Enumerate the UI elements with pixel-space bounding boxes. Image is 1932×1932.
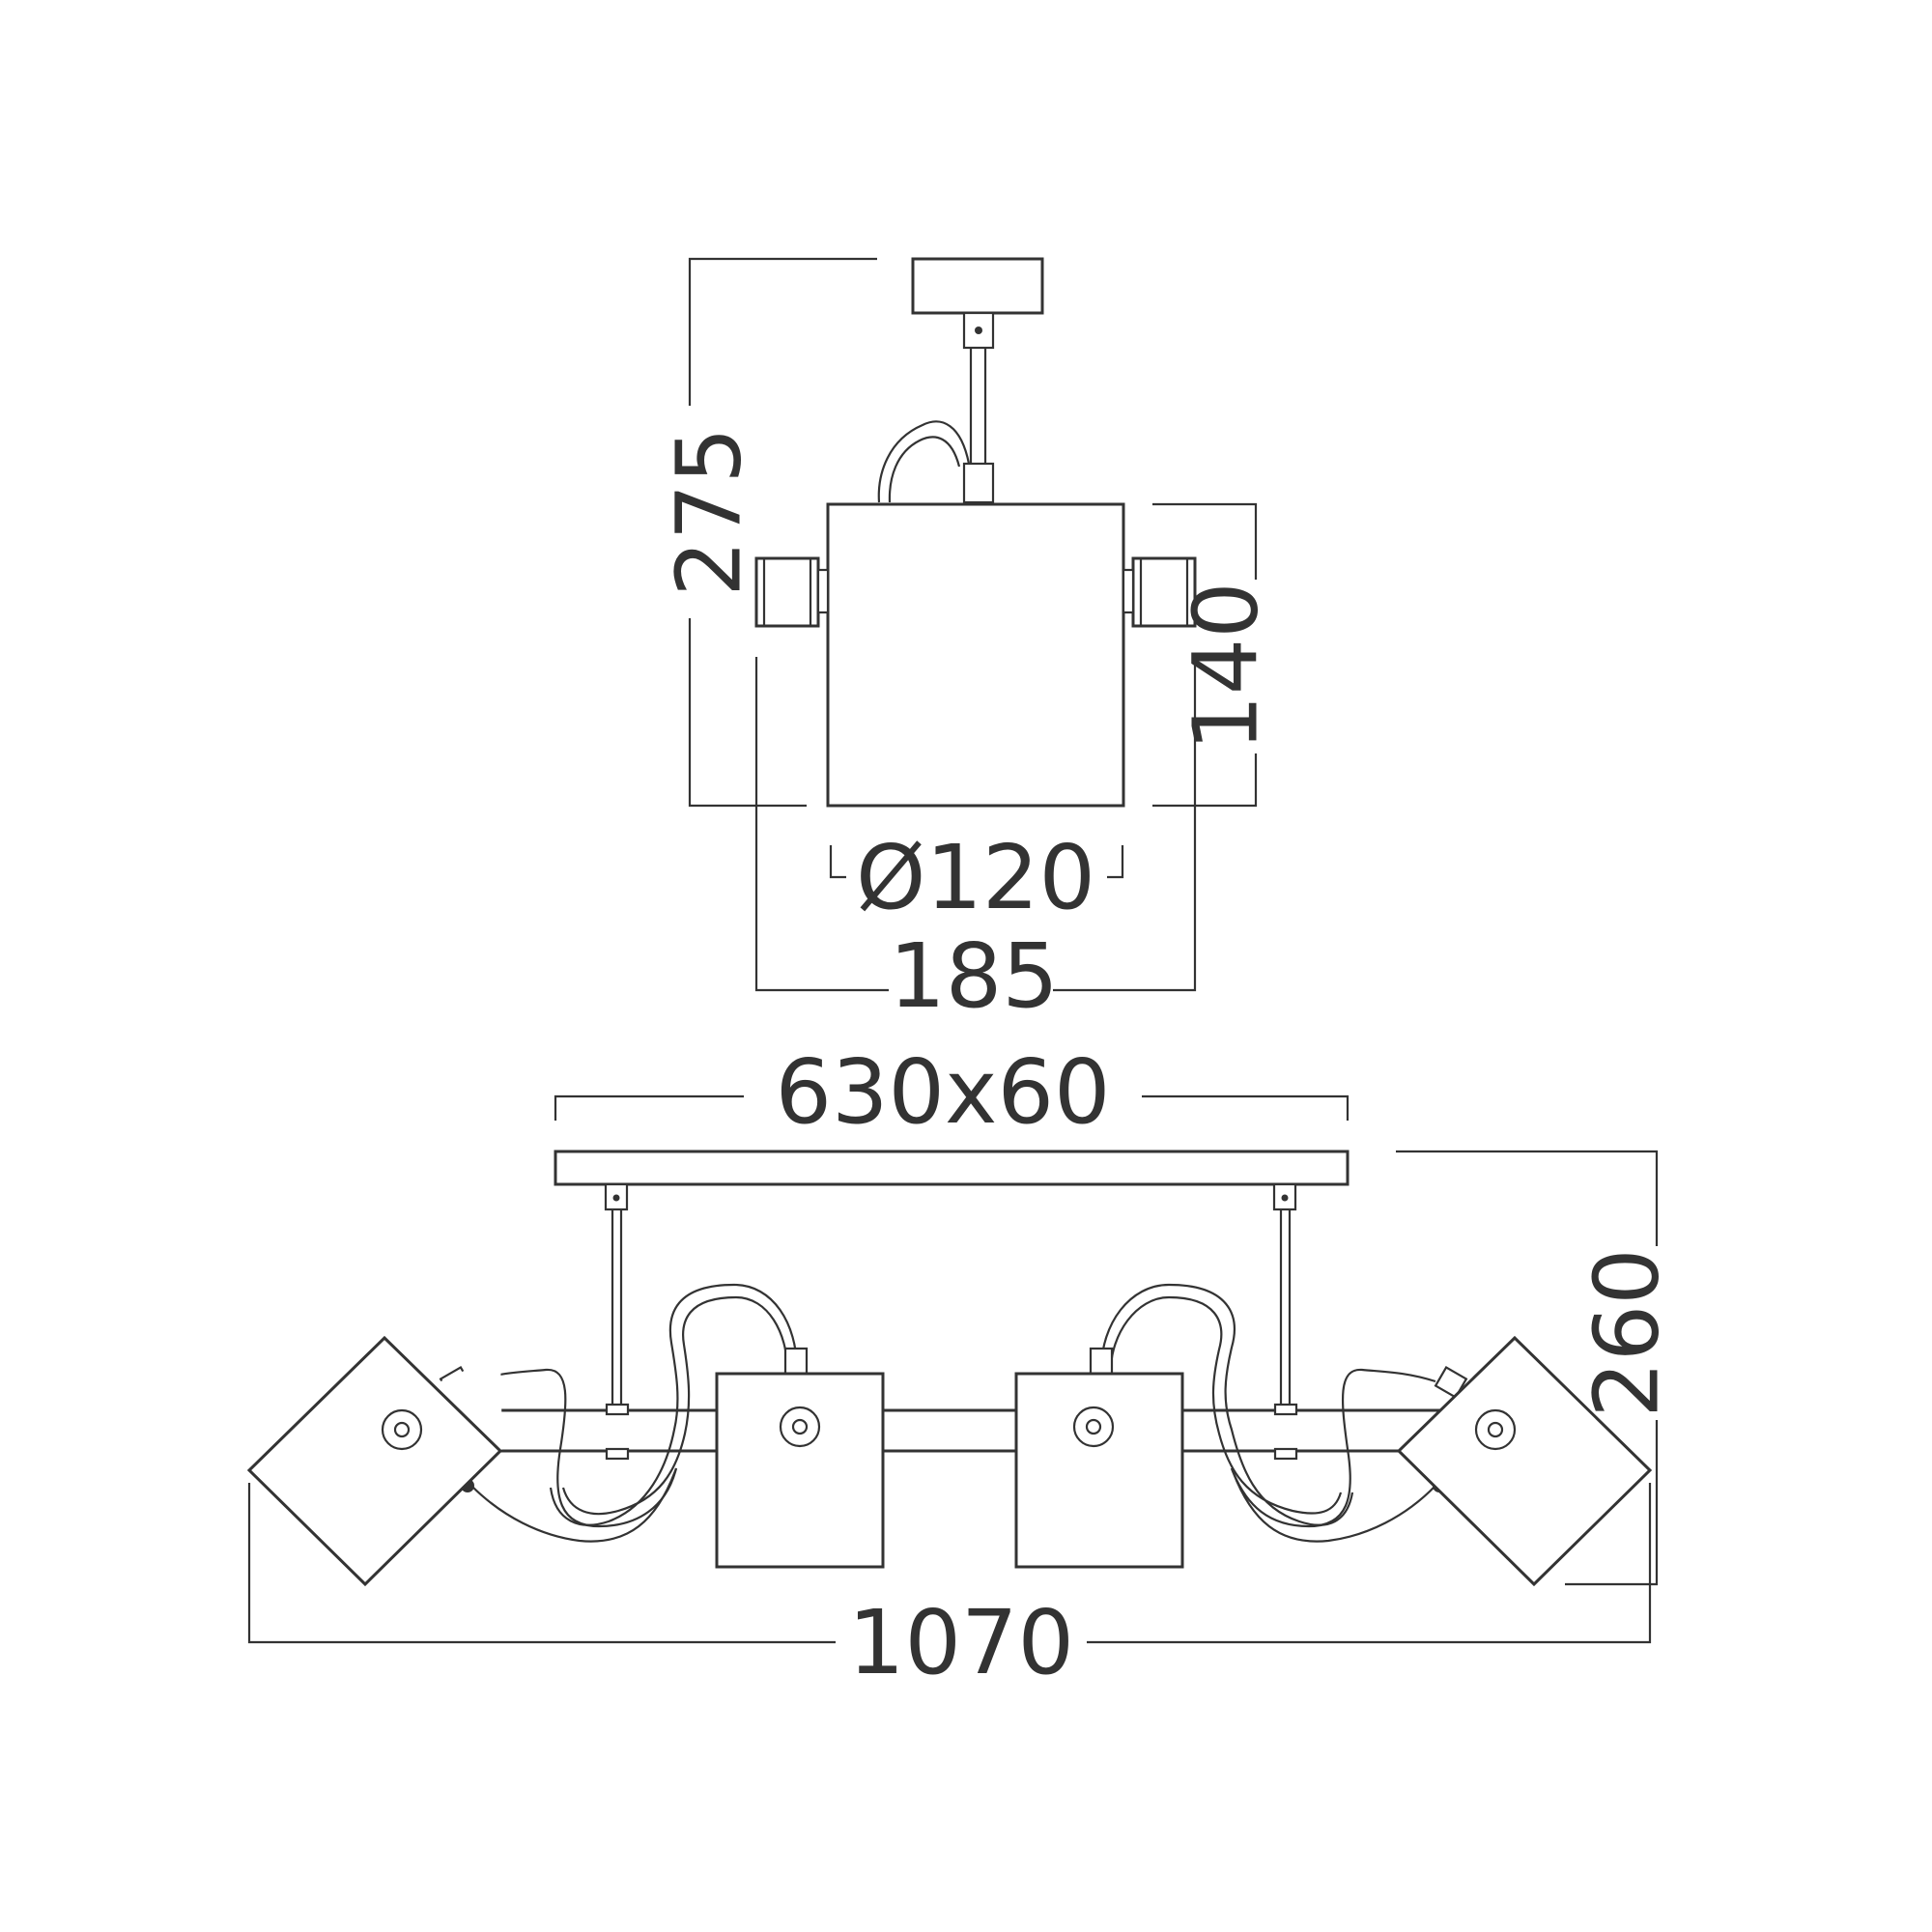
cable-outer-right-a xyxy=(1230,1368,1436,1528)
outer-right-knob-outer xyxy=(1474,1408,1517,1451)
left-rod-clamp-bottom xyxy=(605,1447,630,1461)
inner-left-knob-inner xyxy=(791,1418,809,1435)
inner-right-spot xyxy=(1014,1372,1184,1569)
cable-loop-outer xyxy=(877,420,971,503)
left-knob-stem xyxy=(816,568,830,614)
right-mount-screw xyxy=(1281,1194,1289,1202)
inner-left-spot xyxy=(715,1372,885,1569)
dim-label-630x60: 630x60 xyxy=(775,1040,1110,1144)
fixture-bar xyxy=(452,1408,1451,1453)
outer-right-connector-top xyxy=(1434,1365,1468,1400)
cable-loop-inner xyxy=(888,436,961,503)
cable-outer-right-b xyxy=(1230,1467,1436,1543)
dimension-260: 260 xyxy=(1396,1150,1678,1586)
top-view: 275 140 Ø120 185 xyxy=(657,257,1277,1028)
outer-left-spot xyxy=(246,1335,503,1587)
dim-label-140: 140 xyxy=(1174,582,1277,752)
outer-right-knob-inner xyxy=(1487,1421,1504,1438)
right-knob xyxy=(1131,556,1197,628)
dimension-630x60: 630x60 xyxy=(554,1040,1350,1144)
cable-outer-left-a xyxy=(470,1368,678,1528)
right-knob-stem xyxy=(1122,568,1135,614)
ceiling-canopy-bar xyxy=(554,1150,1350,1186)
inner-left-connector xyxy=(783,1347,809,1376)
cable-inner-right-outer xyxy=(1099,1283,1354,1526)
dim-label-185: 185 xyxy=(889,924,1059,1028)
dim-label-1070: 1070 xyxy=(848,1591,1074,1694)
dimension-1070: 1070 xyxy=(247,1483,1652,1694)
left-knob xyxy=(754,556,820,628)
dimension-275: 275 xyxy=(657,257,877,808)
mount-screw xyxy=(975,327,982,334)
ceiling-canopy xyxy=(911,257,1044,315)
outer-left-knob-inner xyxy=(393,1421,411,1438)
cable-inner-left-outer xyxy=(549,1283,799,1526)
right-rod-clamp-top xyxy=(1273,1403,1298,1416)
dim-label-275: 275 xyxy=(657,427,760,597)
left-rod-clamp-top xyxy=(605,1403,630,1416)
outer-right-spot xyxy=(1396,1335,1653,1587)
dimension-140: 140 xyxy=(1152,502,1277,808)
dim-label-diameter-120: Ø120 xyxy=(856,826,1095,929)
inner-right-connector xyxy=(1089,1347,1114,1376)
inner-right-knob-outer xyxy=(1072,1406,1115,1448)
cable-connector xyxy=(962,462,995,504)
dimension-185: 185 xyxy=(754,657,1197,1028)
mount-bracket xyxy=(962,311,995,350)
cable-outer-left-b xyxy=(470,1467,678,1543)
inner-left-knob-outer xyxy=(779,1406,821,1448)
dim-label-260: 260 xyxy=(1575,1248,1678,1418)
cable-inner-left-inner xyxy=(561,1295,789,1516)
right-rod-clamp-bottom xyxy=(1273,1447,1298,1461)
lamp-shade-side xyxy=(826,502,1125,808)
cable-inner-right-inner xyxy=(1109,1295,1343,1515)
inner-right-knob-inner xyxy=(1085,1418,1102,1435)
left-mount-screw xyxy=(612,1194,620,1202)
bottom-view: 630x60 xyxy=(246,1040,1678,1694)
outer-left-knob-outer xyxy=(381,1408,423,1451)
dimension-diameter-120: Ø120 xyxy=(829,826,1124,929)
